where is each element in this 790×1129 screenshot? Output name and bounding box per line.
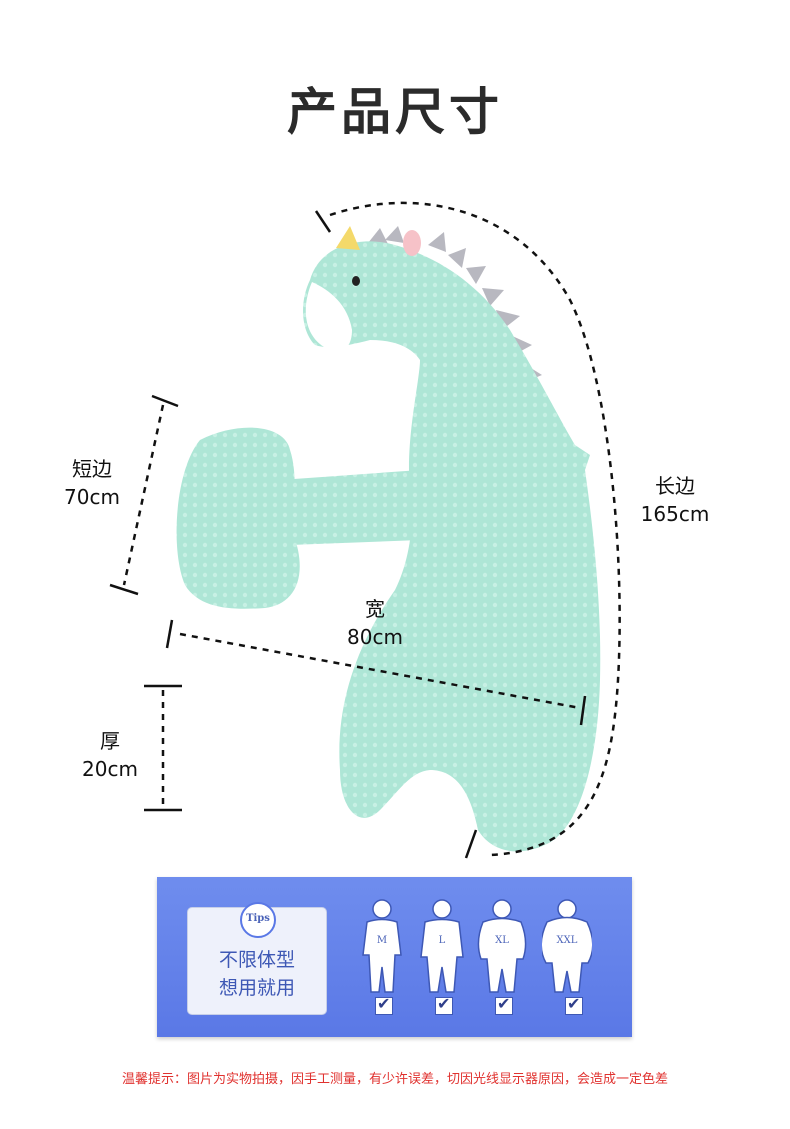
- dimension-lines: [109, 201, 621, 859]
- tips-panel: Tips 不限体型 想用就用 M L XL XXL: [157, 877, 632, 1037]
- tips-line-2: 想用就用: [218, 977, 295, 999]
- body-silhouette-icon: [477, 899, 527, 993]
- dino-ear: [403, 230, 421, 256]
- long-side-label: 长边: [655, 474, 695, 498]
- size-label-xxl: XXL: [556, 935, 578, 946]
- width-dimension: 宽 80cm: [335, 595, 415, 651]
- dino-hand: [176, 427, 300, 609]
- size-figure-xl: XL: [477, 897, 527, 1007]
- dino-horn: [336, 226, 360, 250]
- check-icon: [495, 994, 513, 1015]
- thickness-dimension: 厚 20cm: [70, 727, 150, 783]
- short-side-value: 70cm: [64, 485, 120, 509]
- body-silhouette-icon: [362, 899, 402, 993]
- check-icon: [435, 994, 453, 1015]
- tips-card: Tips 不限体型 想用就用: [187, 902, 327, 1015]
- size-label-xl: XL: [495, 935, 509, 946]
- size-figure-xxl: XXL: [540, 897, 594, 1007]
- dino-snout: [305, 282, 352, 352]
- width-label: 宽: [365, 597, 385, 621]
- size-figure-m: M: [357, 897, 407, 1007]
- tips-badge: Tips: [240, 902, 276, 938]
- body-silhouette-icon: [540, 899, 594, 993]
- size-label-l: L: [438, 935, 446, 946]
- width-value: 80cm: [347, 625, 403, 649]
- dino-arm: [280, 470, 428, 545]
- dino-eye: [352, 276, 360, 286]
- thickness-value: 20cm: [82, 757, 138, 781]
- check-icon: [375, 994, 393, 1015]
- long-side-value: 165cm: [640, 502, 710, 526]
- thickness-label: 厚: [100, 729, 120, 753]
- long-side-dimension: 长边 165cm: [635, 472, 715, 528]
- disclaimer-note: 温馨提示：图片为实物拍摄，因手工测量，有少许误差，切因光线显示器原因，会造成一定…: [121, 1072, 668, 1087]
- size-label-m: M: [376, 935, 388, 946]
- page-title: 产品尺寸: [287, 83, 503, 141]
- check-icon: [565, 994, 583, 1015]
- short-side-dimension: 短边 70cm: [52, 455, 132, 511]
- size-figure-l: L: [417, 897, 467, 1007]
- body-silhouette-icon: [420, 899, 464, 993]
- tips-line-1: 不限体型: [218, 949, 295, 971]
- pillow-illustration: [109, 201, 621, 859]
- short-side-label: 短边: [72, 457, 112, 481]
